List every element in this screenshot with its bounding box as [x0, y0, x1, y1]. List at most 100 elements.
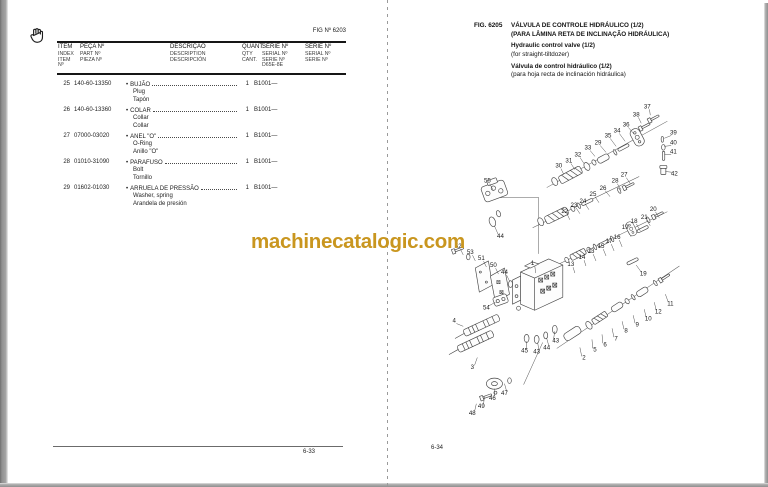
part-callout-2: 2 [582, 355, 586, 362]
header-line: PART Nº [80, 50, 101, 57]
callout-leader [649, 109, 651, 116]
table-top-rule [57, 41, 346, 43]
description-es: Anillo "O" [133, 149, 159, 155]
part-callout-6: 6 [603, 342, 607, 349]
part-callout-36: 36 [623, 121, 630, 128]
callout-leader [654, 302, 657, 311]
part-callout-39: 39 [670, 129, 677, 136]
header-line: ITEM [58, 44, 73, 50]
part-callout-14: 14 [578, 254, 585, 261]
callout-leader [655, 211, 660, 218]
callout-leader [575, 207, 581, 214]
part-callout-16: 16 [614, 234, 621, 241]
callout-leader [483, 396, 485, 405]
bullet: • [126, 159, 129, 166]
header-line: QUANT. [242, 44, 265, 50]
dot-leader [200, 185, 237, 190]
serial-range: B1001— [254, 159, 278, 165]
callout-leader [646, 219, 651, 226]
header-line: ITEM [58, 56, 71, 63]
figure-title-line: Válvula de control hidráulico (1/2) [511, 62, 612, 70]
callout-leader [534, 266, 536, 274]
callout-leader [456, 323, 464, 327]
part-callout-22: 22 [561, 208, 568, 215]
description-en: Collar [133, 115, 149, 121]
part-number: 140-60-13360 [74, 107, 112, 113]
callout-leader [488, 302, 496, 307]
item-number: 29 [63, 185, 70, 191]
callout-leader [665, 171, 673, 173]
figure-number-label: FIG. 6205 [474, 22, 503, 29]
part-callout-17: 17 [606, 238, 613, 245]
part-callout-3: 3 [471, 364, 475, 371]
part-callout-13: 13 [588, 248, 595, 255]
footer-rule [53, 446, 343, 447]
description-pt: PARAFUSO [130, 159, 163, 166]
callout-leader [664, 135, 672, 139]
header-line: SERIAL Nº [305, 50, 331, 57]
part-callout-44: 44 [543, 345, 550, 352]
part-callout-20: 20 [650, 206, 657, 213]
callout-leader [627, 229, 632, 237]
part-callouts: 3738363435293332313039404142272826252423… [452, 103, 678, 417]
watermark: machinecatalogic.com [251, 230, 465, 253]
grab-hand-cursor-icon [30, 28, 44, 43]
description-en: Bolt [133, 167, 144, 173]
part-callout-45: 45 [521, 348, 528, 355]
callout-leader [553, 331, 555, 340]
header-line: DESCRIPCIÓN [170, 56, 207, 63]
part-callout-43: 43 [533, 349, 540, 356]
part-callout-37: 37 [644, 103, 651, 110]
item-number: 28 [63, 159, 70, 165]
page-number-left: 6-33 [303, 449, 316, 455]
part-callout-46: 46 [489, 395, 496, 402]
item-number: 26 [63, 107, 70, 113]
description: •PARAFUSO [126, 159, 239, 166]
bullet: • [126, 133, 129, 140]
page-divider-dashed-line [387, 0, 388, 487]
item-number: 25 [63, 81, 70, 87]
description: •ARRUELA DE PRESSÃO [126, 185, 239, 192]
callout-leader [589, 150, 596, 157]
part-callout-19: 19 [622, 224, 629, 231]
serial-range: B1001— [254, 81, 278, 87]
callout-leader [601, 334, 604, 344]
callout-leader [584, 203, 590, 210]
callout-leader [610, 138, 617, 147]
parts-axis-bottom [562, 272, 672, 343]
part-callout-21: 21 [641, 214, 648, 221]
callout-leader [611, 243, 615, 252]
callout-leader [603, 249, 607, 257]
part-callout-4: 4 [452, 318, 456, 325]
table-header-rule [57, 73, 346, 76]
callout-leader [460, 249, 464, 256]
header-line: DESCRIÇÃO [170, 44, 206, 50]
valve-body [512, 258, 564, 311]
figure-title-block: VÁLVULA DE CONTROLE HIDRÁULICO (1/2)(PAR… [511, 22, 763, 80]
serial-range: B1001— [254, 185, 278, 191]
quantity: 1 [245, 133, 249, 139]
callout-leader [570, 163, 576, 170]
quantity: 1 [245, 159, 249, 165]
description-pt: COLAR [130, 107, 151, 114]
callout-leader [636, 264, 642, 272]
part-callout-15: 15 [598, 243, 605, 250]
scan-edge-left [0, 0, 8, 487]
part-callout-34: 34 [614, 127, 621, 134]
callout-leader [504, 383, 507, 392]
callout-leader [560, 168, 565, 175]
description-en: O-Ring [133, 141, 153, 147]
callout-leader [472, 255, 476, 262]
callout-leader [489, 183, 494, 191]
description-es: Tapón [133, 97, 150, 103]
scan-edge-right [764, 3, 768, 487]
part-callout-24: 24 [579, 198, 586, 205]
callout-leader [600, 145, 607, 153]
part-callout-44: 44 [501, 269, 508, 276]
part-callout-26: 26 [600, 185, 607, 192]
